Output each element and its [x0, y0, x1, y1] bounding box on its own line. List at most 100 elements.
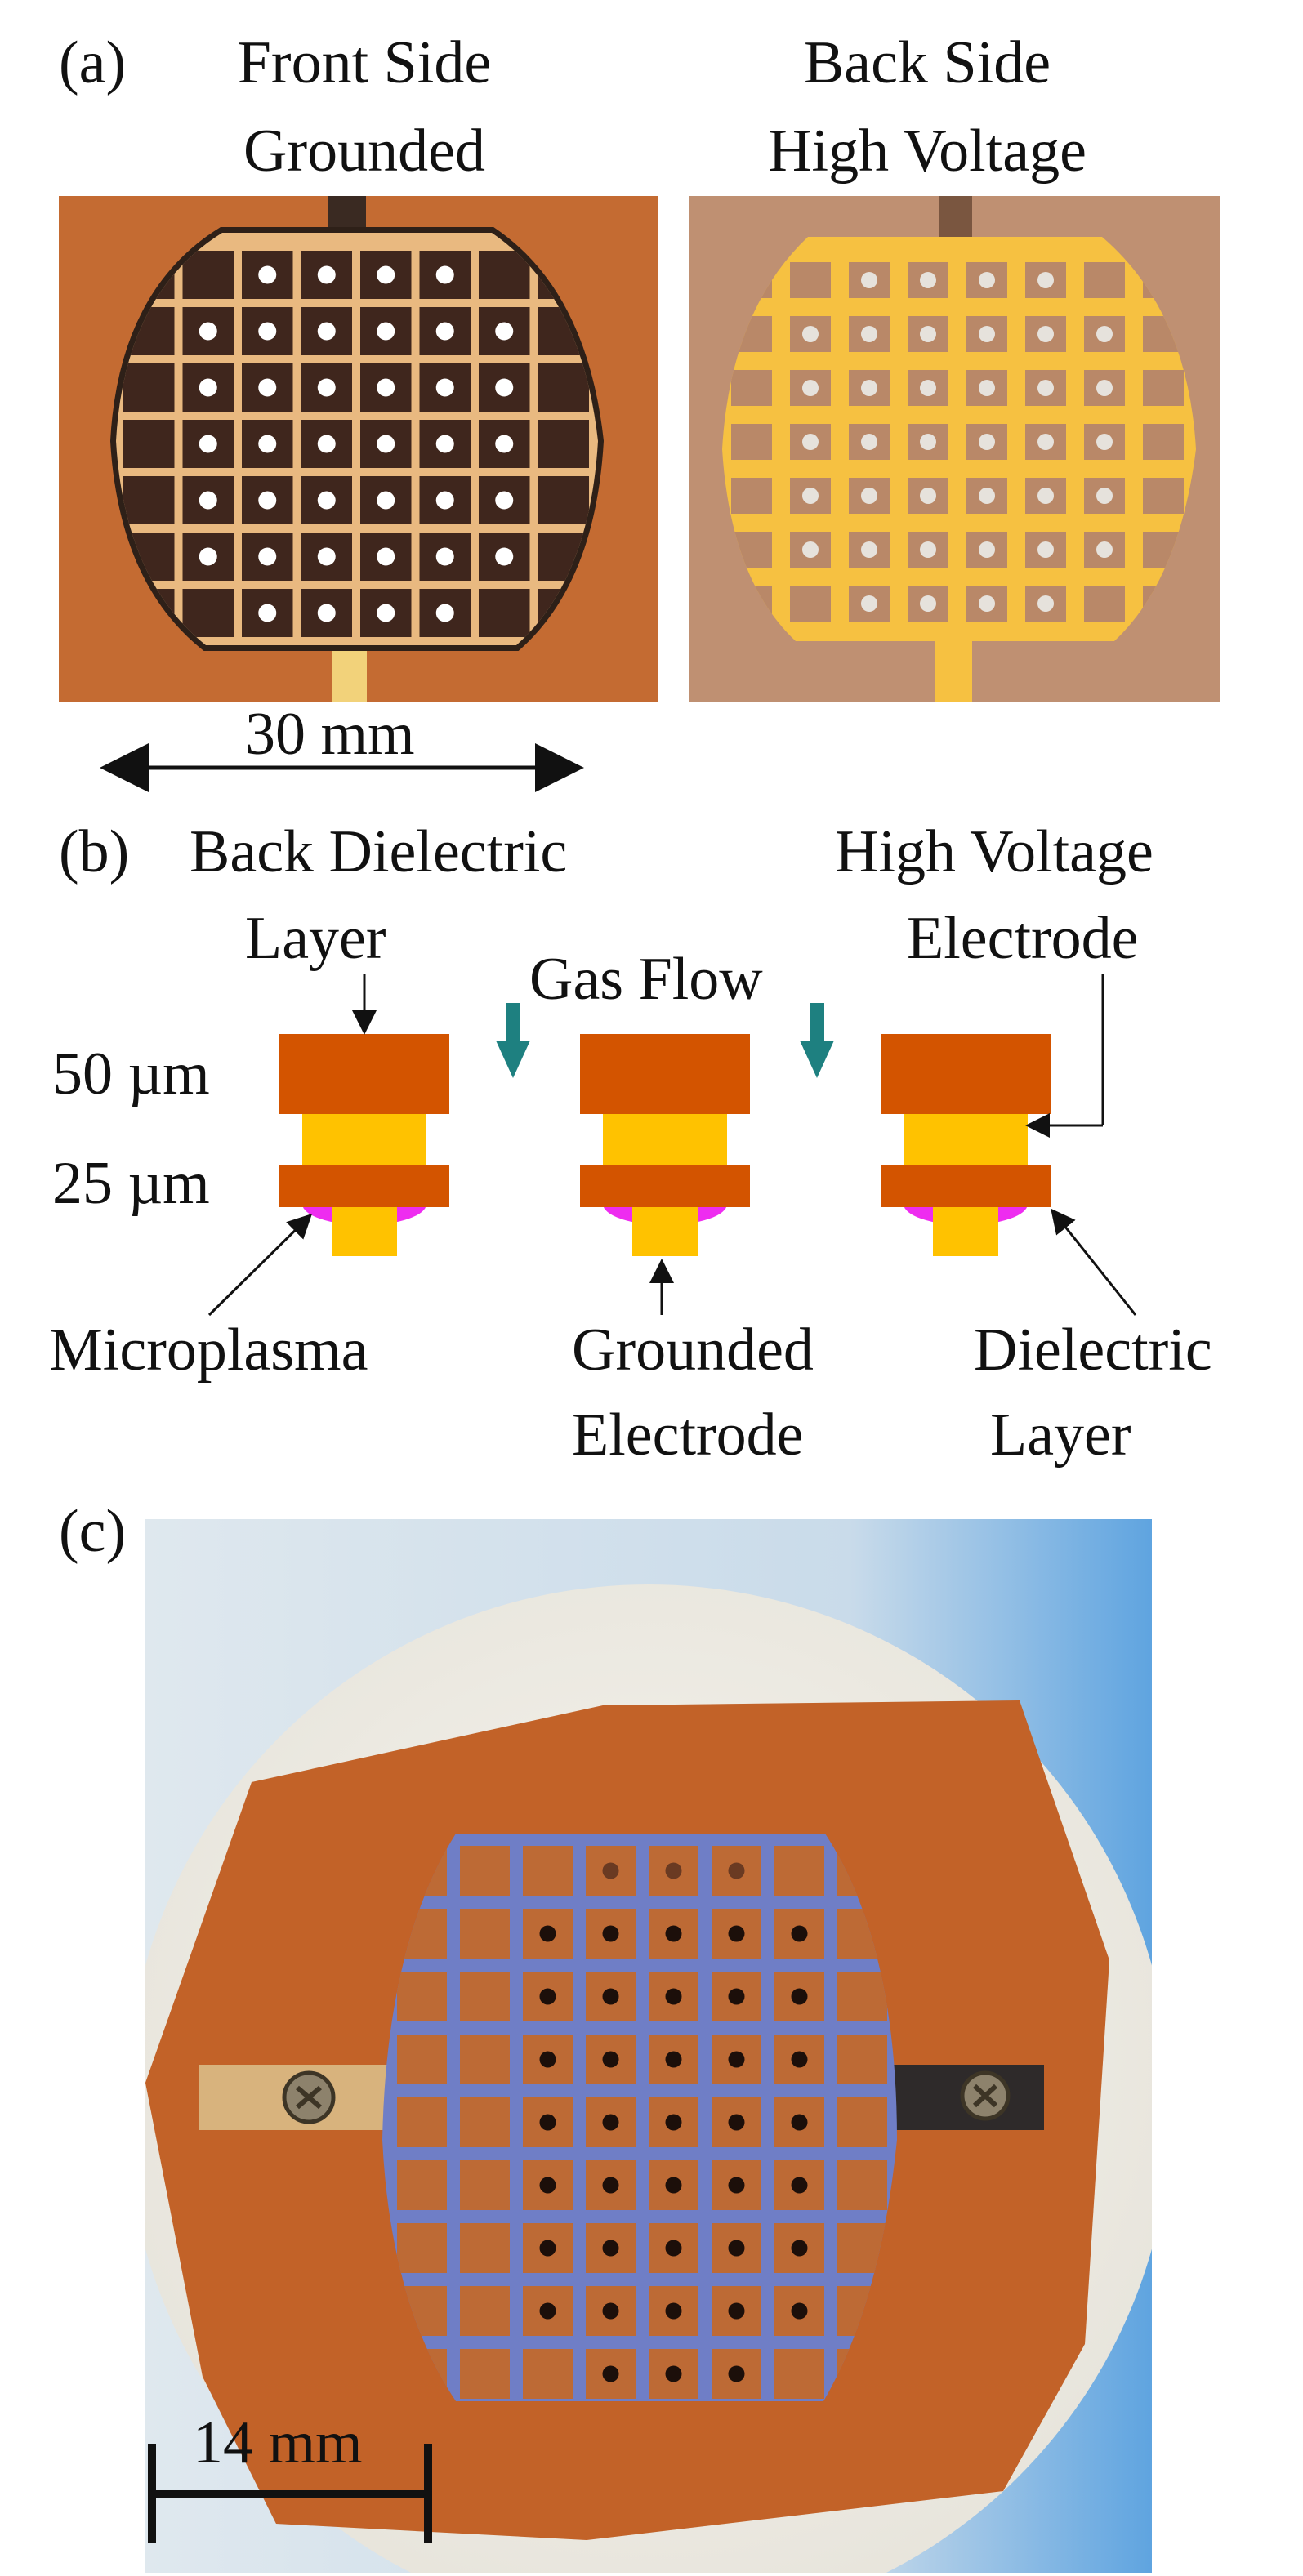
microplasma-region: [302, 1183, 426, 1225]
front-microplasma-dot: [258, 604, 277, 622]
back-grid-opening: [1143, 370, 1184, 406]
mesh-hole: [728, 2114, 745, 2131]
front-grid-cell: [182, 589, 234, 637]
back-hole-dot: [1096, 541, 1113, 558]
mesh-hole: [791, 2240, 808, 2257]
front-microplasma-dot: [495, 491, 514, 510]
back-grid-opening: [731, 478, 772, 514]
mesh-opening: [460, 2035, 510, 2084]
back-hole-dot: [1096, 434, 1113, 450]
front-microplasma-dot: [317, 604, 336, 622]
back-hole-dot: [1096, 488, 1113, 504]
mesh-hole: [665, 2240, 682, 2257]
electrode-mesh: [382, 1834, 897, 2401]
back-hole-dot: [802, 488, 819, 504]
front-microplasma-dot: [317, 378, 336, 397]
front-microplasma-dot: [258, 435, 277, 453]
front-microplasma-dot: [317, 265, 336, 284]
mesh-hole: [602, 2051, 619, 2068]
back-hole-dot: [920, 326, 936, 342]
front-grid-cell: [182, 251, 234, 299]
front-microplasma-dot: [199, 491, 217, 510]
back-side-title: Back Side: [803, 29, 1051, 96]
front-microplasma-dot: [495, 435, 514, 453]
device-photo: [145, 1519, 1152, 2573]
scale-text-30mm: 30 mm: [245, 701, 415, 768]
back-hole-dot: [1037, 326, 1054, 342]
front-microplasma-dot: [435, 265, 454, 284]
back-grid-opening: [731, 424, 772, 460]
back-hole-dot: [802, 326, 819, 342]
mesh-opening: [397, 2097, 447, 2147]
back-hole-dot: [802, 434, 819, 450]
microplasma-region: [603, 1183, 727, 1225]
high-voltage-electrode: [904, 1114, 1028, 1165]
back-hole-dot: [861, 541, 877, 558]
gas-flow-label: Gas Flow: [529, 946, 763, 1013]
front-microplasma-dot: [317, 491, 336, 510]
back-grid-outline: [722, 237, 1196, 641]
back-hole-dot: [1096, 326, 1113, 342]
front-side-subtitle: Grounded: [243, 118, 485, 185]
front-microplasma-dot: [435, 604, 454, 622]
mesh-opening: [397, 2035, 447, 2084]
front-grid-cell: [538, 476, 589, 524]
front-microplasma-dot: [199, 435, 217, 453]
front-grid-cell: [538, 420, 589, 468]
mesh-hole: [728, 2302, 745, 2320]
thickness-50um: 50 µm: [52, 1041, 210, 1108]
front-microplasma-dot: [317, 547, 336, 566]
electrode-unit-2: [580, 1034, 750, 1256]
mesh-opening: [460, 2349, 510, 2399]
mesh-hole: [665, 1925, 682, 1942]
mesh-opening: [397, 1972, 447, 2021]
high-voltage-electrode: [302, 1114, 426, 1165]
dielectric-layer: [881, 1165, 1051, 1207]
back-hole-dot: [861, 380, 877, 396]
back-hole-dot: [802, 541, 819, 558]
pointer-microplasma: [207, 1213, 313, 1317]
mesh-hole: [602, 2240, 619, 2257]
mesh-hole: [602, 1988, 619, 2005]
mesh-hole: [665, 2114, 682, 2131]
mesh-hole: [602, 2302, 619, 2320]
mesh-hole: [539, 2240, 556, 2257]
front-microplasma-dot: [199, 547, 217, 566]
hv-electrode-label: High Voltage: [835, 818, 1154, 885]
front-microplasma-dot: [317, 435, 336, 453]
mesh-hole: [728, 2240, 745, 2257]
mesh-hole: [539, 2302, 556, 2320]
mesh-opening: [460, 2160, 510, 2210]
front-microplasma-dot: [377, 435, 395, 453]
mesh-hole: [539, 1925, 556, 1942]
mesh-hole: [539, 2051, 556, 2068]
grounded-electrode: [933, 1207, 998, 1256]
mesh-hole: [539, 1988, 556, 2005]
front-microplasma-dot: [258, 378, 277, 397]
mesh-hole: [791, 2302, 808, 2320]
back-hole-dot: [861, 434, 877, 450]
front-grid-cell: [538, 363, 589, 412]
gas-flow-arrow-left: [496, 1003, 530, 1078]
mesh-opening: [460, 2286, 510, 2336]
grounded-electrode-label-line2: Electrode: [572, 1402, 804, 1468]
back-dielectric-layer: [279, 1034, 449, 1114]
mesh-hole: [791, 2114, 808, 2131]
mesh-opening: [523, 2349, 573, 2399]
back-grid-opening: [1143, 424, 1184, 460]
mesh-hole: [665, 2177, 682, 2194]
mesh-opening: [837, 1972, 887, 2021]
back-hole-dot: [1037, 380, 1054, 396]
front-microplasma-dot: [258, 322, 277, 341]
front-grid-cell: [123, 363, 175, 412]
mesh-hole: [602, 2114, 619, 2131]
front-microplasma-dot: [495, 322, 514, 341]
mesh-opening: [774, 2349, 824, 2399]
back-grid-opening: [1084, 262, 1125, 298]
back-hole-dot: [861, 326, 877, 342]
mesh-hole: [602, 2177, 619, 2194]
mesh-hole: [539, 2177, 556, 2194]
back-hole-dot: [802, 380, 819, 396]
front-microplasma-dot: [495, 378, 514, 397]
mesh-hole: [728, 2365, 745, 2382]
